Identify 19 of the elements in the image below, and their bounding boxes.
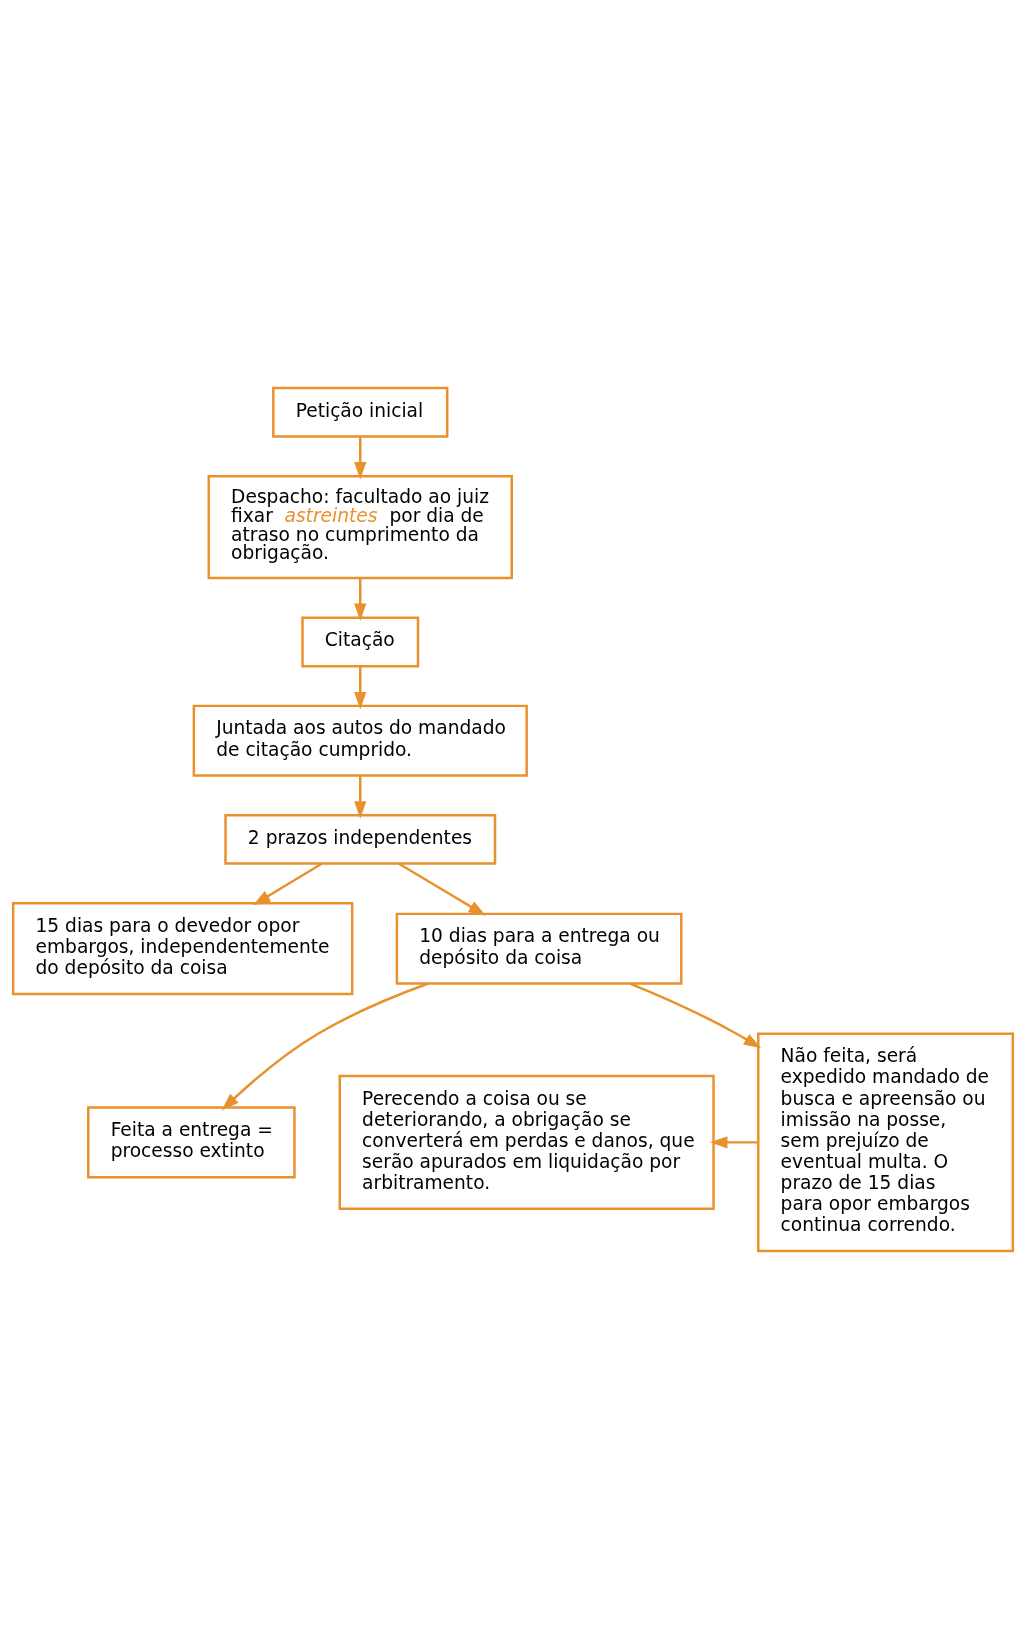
- arrow: [354, 436, 367, 480]
- arrow: [354, 666, 367, 710]
- arrow: [253, 862, 323, 906]
- node-box: Juntada aos autos do mandado de citação cumprido.: [192, 704, 528, 777]
- node-box: 2 prazos independentes: [224, 813, 497, 865]
- arrow: [354, 775, 367, 819]
- node-box: Despacho: facultado ao juiz fixar astreintes por dia de atraso no cumprimento da obrigação.: [207, 474, 513, 580]
- node-box: Não feita, será expedido mandado de busca e apreensão ou imissão na posse, sem prejuízo de eventual multa. O prazo de 15 dias para opor embargos continua correndo.: [757, 1032, 1015, 1253]
- arrow: [629, 982, 762, 1049]
- arrow: [398, 862, 486, 916]
- arrow: [221, 982, 429, 1111]
- node-box: 15 dias para o devedor opor embargos, independentemente do depósito da coisa: [11, 902, 354, 996]
- arrow: [710, 1136, 759, 1149]
- node-box: Citação: [301, 616, 420, 668]
- node-box: Petição inicial: [272, 386, 449, 438]
- node-box: 10 dias para a entrega ou depósito da coisa: [395, 912, 683, 985]
- node-box: Feita a entrega = processo extinto: [87, 1106, 296, 1179]
- node-box: Perecendo a coisa ou se deteriorando, a obrigação se converterá em perdas e danos, que serão apurados em liquidação por arbitramento.: [338, 1074, 715, 1211]
- arrow: [354, 578, 367, 622]
